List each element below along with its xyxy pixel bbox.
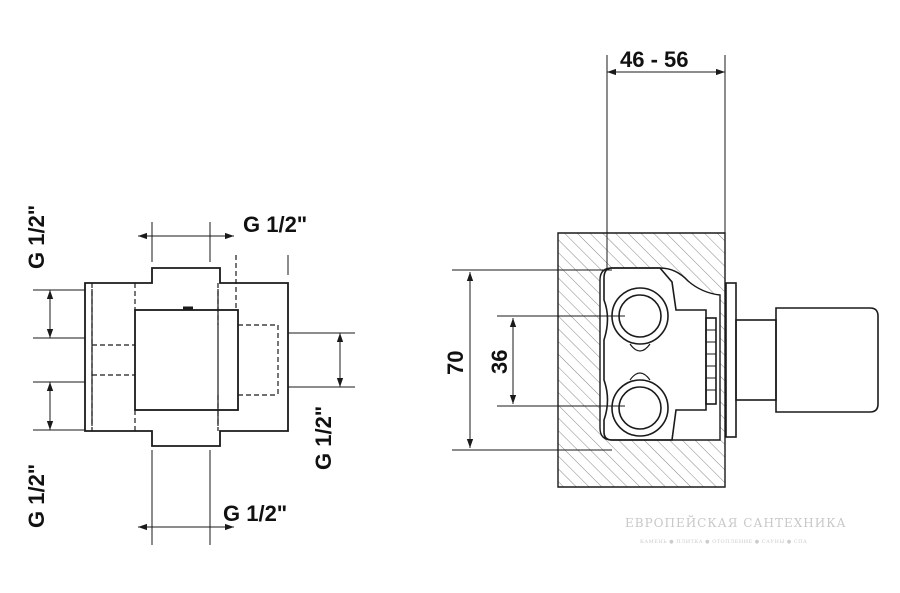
- left-upper-thread-label: G 1/2": [24, 205, 49, 269]
- front-view-body: [84, 267, 289, 447]
- lower-port-inner: [618, 386, 662, 430]
- top-thread-label: G 1/2": [243, 212, 307, 237]
- side-view: [557, 232, 879, 488]
- depth-range-label: 46 - 56: [620, 47, 689, 72]
- lower-port-outer: [611, 379, 669, 437]
- spacing-label: 36: [487, 350, 512, 374]
- watermark-tagline: КАМЕНЬ ● ПЛИТКА ● ОТОПЛЕНИЕ ● САУНЫ ● СП…: [640, 539, 807, 545]
- front-view-hidden-lines: [91, 255, 279, 431]
- cover-flange: [725, 282, 737, 438]
- bottom-thread-label: G 1/2": [223, 501, 287, 526]
- front-view-dimensions: [33, 222, 355, 545]
- valve-body: [603, 267, 707, 441]
- control-knob: [775, 307, 879, 413]
- front-view: [84, 267, 289, 447]
- stem-nut: [705, 317, 717, 405]
- watermark-brand: ЕВРОПЕЙСКАЯ САНТЕХНИКА: [625, 514, 847, 530]
- wall-section: [557, 232, 726, 488]
- valve-stem: [735, 319, 777, 401]
- side-view-dimensions: [452, 55, 726, 451]
- height-label: 70: [443, 351, 468, 375]
- front-view-center-square: [134, 309, 239, 411]
- left-lower-thread-label: G 1/2": [24, 464, 49, 528]
- right-thread-label: G 1/2": [311, 406, 336, 470]
- upper-port-inner: [618, 294, 662, 338]
